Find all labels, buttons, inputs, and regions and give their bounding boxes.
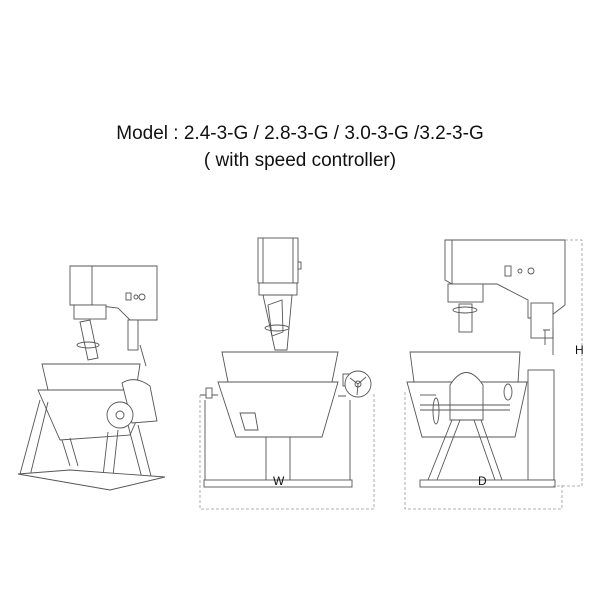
model-subtitle: ( with speed controller): [203, 150, 397, 171]
perspective-view: [17, 265, 166, 491]
model-title: Model : 2.4-3-G / 2.8-3-G / 3.0-3-G /3.2…: [116, 123, 484, 144]
front-view: [199, 237, 375, 510]
depth-label: D: [478, 474, 487, 488]
side-view: [404, 239, 583, 510]
width-label: W: [273, 474, 285, 488]
height-label: H: [575, 343, 584, 357]
